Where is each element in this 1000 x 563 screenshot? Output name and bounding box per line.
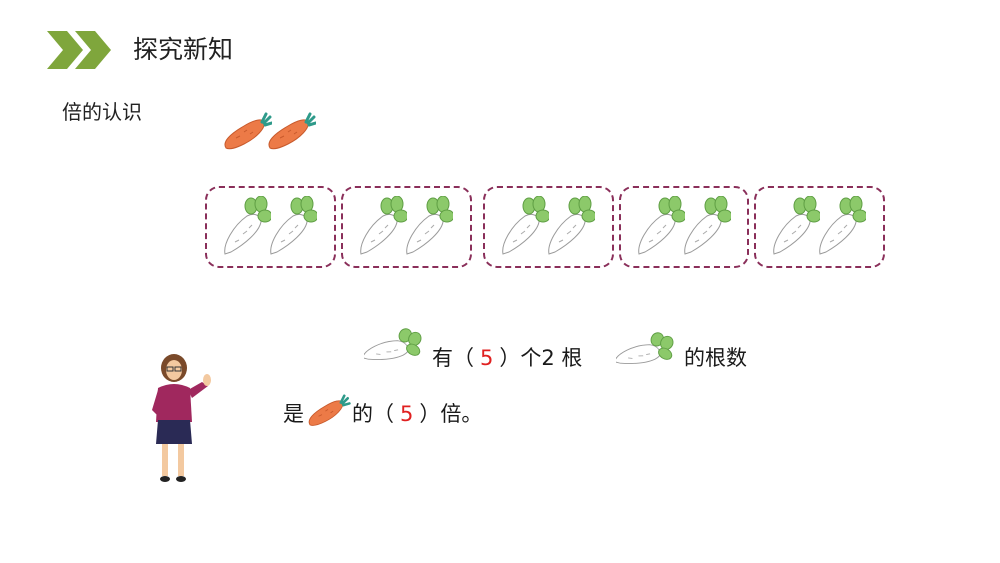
radish-group-3 <box>483 186 614 268</box>
teacher-figure-icon <box>148 352 214 484</box>
radish-group-4 <box>619 186 749 268</box>
radish-icon <box>616 330 684 376</box>
sentence-line-1b: 的根数 <box>684 346 747 370</box>
carrot-icon <box>222 112 272 154</box>
radish-icon <box>773 196 820 255</box>
radish-icon <box>360 196 407 255</box>
radish-icon <box>224 196 271 255</box>
radish-icon <box>638 196 685 255</box>
sentence-line-2b: 的（5）倍。 <box>352 400 482 428</box>
radish-group-5 <box>754 186 885 268</box>
radish-icon <box>364 326 432 372</box>
radish-icon <box>819 196 866 255</box>
radish-icon <box>406 196 453 255</box>
text: ）个2 根 <box>499 346 583 370</box>
carrot-icon <box>304 394 352 430</box>
double-chevron-right-icon <box>47 31 113 69</box>
sentence-line-1a: 有（5）个2 根 <box>432 344 582 372</box>
radish-icon <box>684 196 731 255</box>
text: ）倍。 <box>419 402 483 426</box>
radish-group-1 <box>205 186 336 268</box>
radish-icon <box>502 196 549 255</box>
page-title: 探究新知 <box>133 35 234 64</box>
sentence-line-2a: 是 <box>283 402 304 426</box>
radish-icon <box>270 196 317 255</box>
radish-icon <box>548 196 595 255</box>
text: 有（ <box>432 346 474 370</box>
answer-1: 5 <box>480 346 494 370</box>
radish-group-2 <box>341 186 472 268</box>
answer-2: 5 <box>400 402 414 426</box>
carrot-icon <box>266 112 316 154</box>
section-subtitle: 倍的认识 <box>62 100 142 124</box>
text: 的（ <box>352 402 394 426</box>
